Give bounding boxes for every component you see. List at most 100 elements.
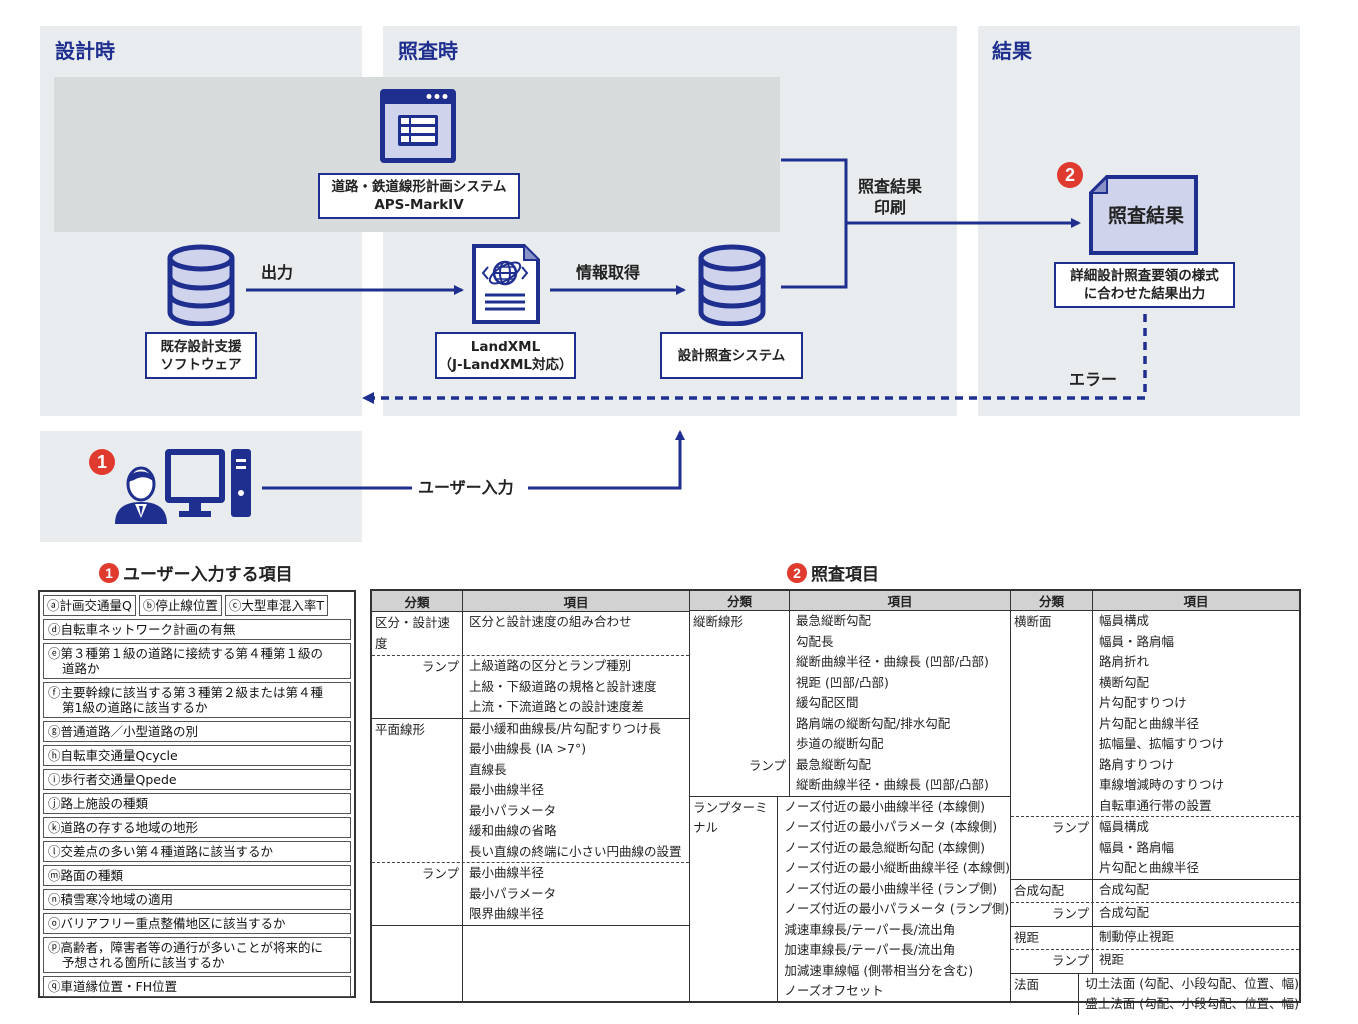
user-input-text: ⓚ道路の存する地域の地形 <box>48 820 199 835</box>
check-item: 最小曲線半径 <box>469 782 545 797</box>
landxml-line-1: LandXML <box>470 338 541 355</box>
check-category: ランプ <box>372 863 463 925</box>
check-item: 片勾配と曲線半径 <box>1099 715 1200 731</box>
check-table-group: 法面切土法面 (勾配、小段勾配、位置、幅)盛土法面 (勾配、小段勾配、位置、幅) <box>1011 973 1299 1015</box>
user-input-item: ⓞバリアフリー重点整備地区に該当するか <box>43 913 351 934</box>
check-category <box>372 925 463 1001</box>
check-item: 緩和曲線の省略 <box>469 823 557 838</box>
check-system-label: 設計照査システム <box>660 332 803 379</box>
check-item: ノーズ付近の最小パラメータ (本線側) <box>784 819 998 834</box>
user-input-item: ⓠ車道縁位置・FH位置 <box>43 976 351 997</box>
existing-software-label: 既存設計支援 ソフトウェア <box>145 332 257 379</box>
check-item: 区分と設計速度の組み合わせ <box>469 614 632 629</box>
badge-user-input: 1 <box>89 449 115 475</box>
check-table-group: ランプ合成勾配 <box>1011 903 1299 927</box>
check-items-list: 切土法面 (勾配、小段勾配、位置、幅)盛土法面 (勾配、小段勾配、位置、幅) <box>1079 974 1299 1015</box>
check-item: 歩道の縦断勾配 <box>796 736 884 751</box>
check-table-group <box>372 925 689 1002</box>
check-item: ノーズ付近の最小縦断曲線半径 (本線側) <box>784 860 1010 875</box>
user-input-item: ⓑ停止線位置 <box>138 595 222 616</box>
check-item: 最小曲線半径 <box>469 865 545 880</box>
check-table-header: 分類項目 <box>372 591 689 612</box>
user-input-item: ⓓ自転車ネットワーク計画の有無 <box>43 619 351 640</box>
check-item: 直線長 <box>469 761 507 777</box>
result-output-label: 詳細設計照査要領の様式 に合わせた結果出力 <box>1054 262 1235 308</box>
user-input-item: ⓖ普通道路／小型道路の別 <box>43 721 351 742</box>
check-category: ランプ <box>1011 817 1093 879</box>
panel-title-design-time: 設計時 <box>55 39 115 63</box>
desktop-computer-icon <box>165 449 251 517</box>
user-input-item: ⓐ計画交通量Q <box>43 595 136 616</box>
result-document-label: 照査結果 <box>1107 205 1184 227</box>
check-item: 視距 (凹部/凸部) <box>796 674 889 690</box>
panel-title-check-time: 照査時 <box>398 39 458 63</box>
check-items-list <box>463 926 469 1002</box>
landxml-label: LandXML （J-LandXML対応） <box>435 332 576 379</box>
user-input-title-text: ユーザー入力する項目 <box>123 565 293 585</box>
user-input-text: ⓠ車道縁位置・FH位置 <box>48 979 178 994</box>
user-input-item: ⓘ歩行者交通量Qpede <box>43 769 351 790</box>
user-input-item: ⓜ路面の種類 <box>43 865 351 886</box>
check-item: 片勾配と曲線半径 <box>1099 860 1200 875</box>
print-line-1: 照査結果 <box>858 177 923 196</box>
flow-label-error: エラー <box>1069 370 1118 389</box>
panel-title-result: 結果 <box>992 39 1032 63</box>
check-item: 最急縦断勾配 <box>796 613 872 628</box>
check-items-list: 区分と設計速度の組み合わせ <box>463 612 632 655</box>
header-item: 項目 <box>887 594 913 609</box>
check-category: 縦断線形 <box>690 611 790 755</box>
user-input-item: ⓒ大型車混入率T <box>224 595 328 616</box>
header-category: 分類 <box>690 591 790 610</box>
header-item: 項目 <box>1183 594 1209 609</box>
check-table-group: ランプ最小曲線半径最小パラメータ限界曲線半径 <box>372 863 689 926</box>
check-item: 最小曲線長 (IA >7°) <box>469 741 587 756</box>
check-item: 視距 <box>1099 952 1125 967</box>
check-item: 最小緩和曲線長/片勾配すりつけ長 <box>469 720 661 736</box>
check-item: 制動停止視距 <box>1099 928 1175 944</box>
user-input-text: ⓝ積雪寒冷地域の適用 <box>48 892 174 907</box>
check-table-group: ランプ視距 <box>1011 950 1299 974</box>
check-items-list: 幅員構成幅員・路肩幅片勾配と曲線半径 <box>1093 817 1199 879</box>
check-table-group: ランプ幅員構成幅員・路肩幅片勾配と曲線半径 <box>1011 817 1299 880</box>
check-items-list: ノーズ付近の最小曲線半径 (本線側) ノーズ付近の最小パラメータ (本線側) ノーズ… <box>778 797 1010 1002</box>
header-category: 分類 <box>372 591 463 611</box>
check-item: 合成勾配 <box>1099 881 1150 897</box>
user-input-text-cont: 予想される箇所に該当するか <box>62 955 225 970</box>
user-input-text: ⓓ自転車ネットワーク計画の有無 <box>48 622 236 637</box>
check-category: 横断面 <box>1011 611 1093 816</box>
check-table-group: ランプターミナルノーズ付近の最小曲線半径 (本線側)ノーズ付近の最小パラメータ … <box>690 796 1010 1002</box>
check-item: ノーズ付近の最小曲線半径 (本線側) <box>784 798 985 814</box>
check-items-list: 最急縦断勾配縦断曲線半径・曲線長 (凹部/凸部) <box>790 755 989 796</box>
database-icon <box>698 244 766 326</box>
check-table-group: 合成勾配合成勾配 <box>1011 879 1299 903</box>
check-items-list: 合成勾配 <box>1093 903 1149 926</box>
user-input-text: ⓕ主要幹線に該当する第３種第２級または第４種 <box>48 685 324 700</box>
check-table-column: 分類 項目縦断線形最急縦断勾配勾配長縦断曲線半径・曲線長 (凹部/凸部)視距 (凹… <box>690 591 1011 1002</box>
check-item: ノーズオフセット <box>784 983 884 998</box>
check-table-group: 視距制動停止視距 <box>1011 926 1299 950</box>
user-input-text: ⓗ自転車交通量Qcycle <box>48 748 178 763</box>
check-items-list: 制動停止視距 <box>1093 927 1174 950</box>
check-item: 路肩折れ <box>1099 654 1150 669</box>
check-items-list: 最急縦断勾配勾配長縦断曲線半径・曲線長 (凹部/凸部)視距 (凹部/凸部)緩勾配… <box>790 611 989 755</box>
check-category: 平面線形 <box>372 718 463 862</box>
badge-1-icon: 1 <box>99 562 119 583</box>
check-table-group: 平面線形最小緩和曲線長/片勾配すりつけ長最小曲線長 (IA >7°) 直線長最小曲… <box>372 718 689 863</box>
user-input-item: ⓙ路上施設の種類 <box>43 793 351 814</box>
check-category: ランプ <box>372 656 463 718</box>
badge-check-result: 2 <box>1057 162 1083 188</box>
aps-line-1: 道路・鉄道線形計画システム <box>331 179 507 195</box>
user-input-text: ⓖ普通道路／小型道路の別 <box>48 724 199 739</box>
check-item: 減速車線長/テーパー長/流出角 <box>784 921 956 937</box>
check-item: 拡幅量、拡幅すりつけ <box>1099 736 1225 751</box>
check-items-list: 最小曲線半径最小パラメータ限界曲線半径 <box>463 863 556 925</box>
check-item: 限界曲線半径 <box>469 906 545 921</box>
user-icon <box>115 466 167 524</box>
badge-2-icon: 2 <box>787 562 807 583</box>
user-input-item: ⓔ第３種第１級の道路に接続する第４種第１級の道路か <box>43 643 351 679</box>
check-item: 最小パラメータ <box>469 802 557 818</box>
user-input-text: ⓘ歩行者交通量Qpede <box>48 772 177 787</box>
check-item: 最小パラメータ <box>469 885 557 901</box>
check-items-list: 合成勾配 <box>1093 880 1149 903</box>
